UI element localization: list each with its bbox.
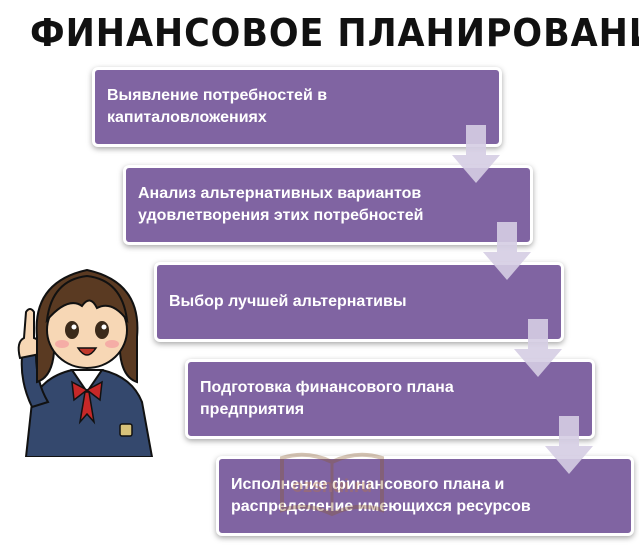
watermark-text: ozsnui.ru [292, 476, 372, 496]
step-label-1: Выявление потребностей в капиталовложени… [107, 87, 328, 126]
book-icon: ozsnui.ru [280, 452, 384, 517]
down-arrow-icon [452, 125, 500, 183]
down-arrow-icon [545, 416, 593, 474]
down-arrow-icon [483, 222, 531, 280]
page-title: ФИНАНСОВОЕ ПЛАНИРОВАНИЕ [30, 11, 639, 55]
schoolgirl-pointing-illustration [17, 268, 154, 457]
step-label-2: Анализ альтернативных вариантов удовлетв… [138, 185, 424, 224]
step-box-2: Анализ альтернативных вариантов удовлетв… [123, 165, 533, 245]
step-box-4: Подготовка финансового плана предприятия [185, 359, 595, 439]
step-label-5: Исполнение финансового плана и распредел… [231, 476, 531, 515]
step-box-1: Выявление потребностей в капиталовложени… [92, 67, 502, 147]
step-label-3: Выбор лучшей альтернативы [169, 293, 407, 310]
step-label-4: Подготовка финансового плана предприятия [200, 379, 454, 418]
step-box-3: Выбор лучшей альтернативы [154, 262, 564, 342]
down-arrow-icon [514, 319, 562, 377]
step-box-5: Исполнение финансового плана и распредел… [216, 456, 634, 536]
